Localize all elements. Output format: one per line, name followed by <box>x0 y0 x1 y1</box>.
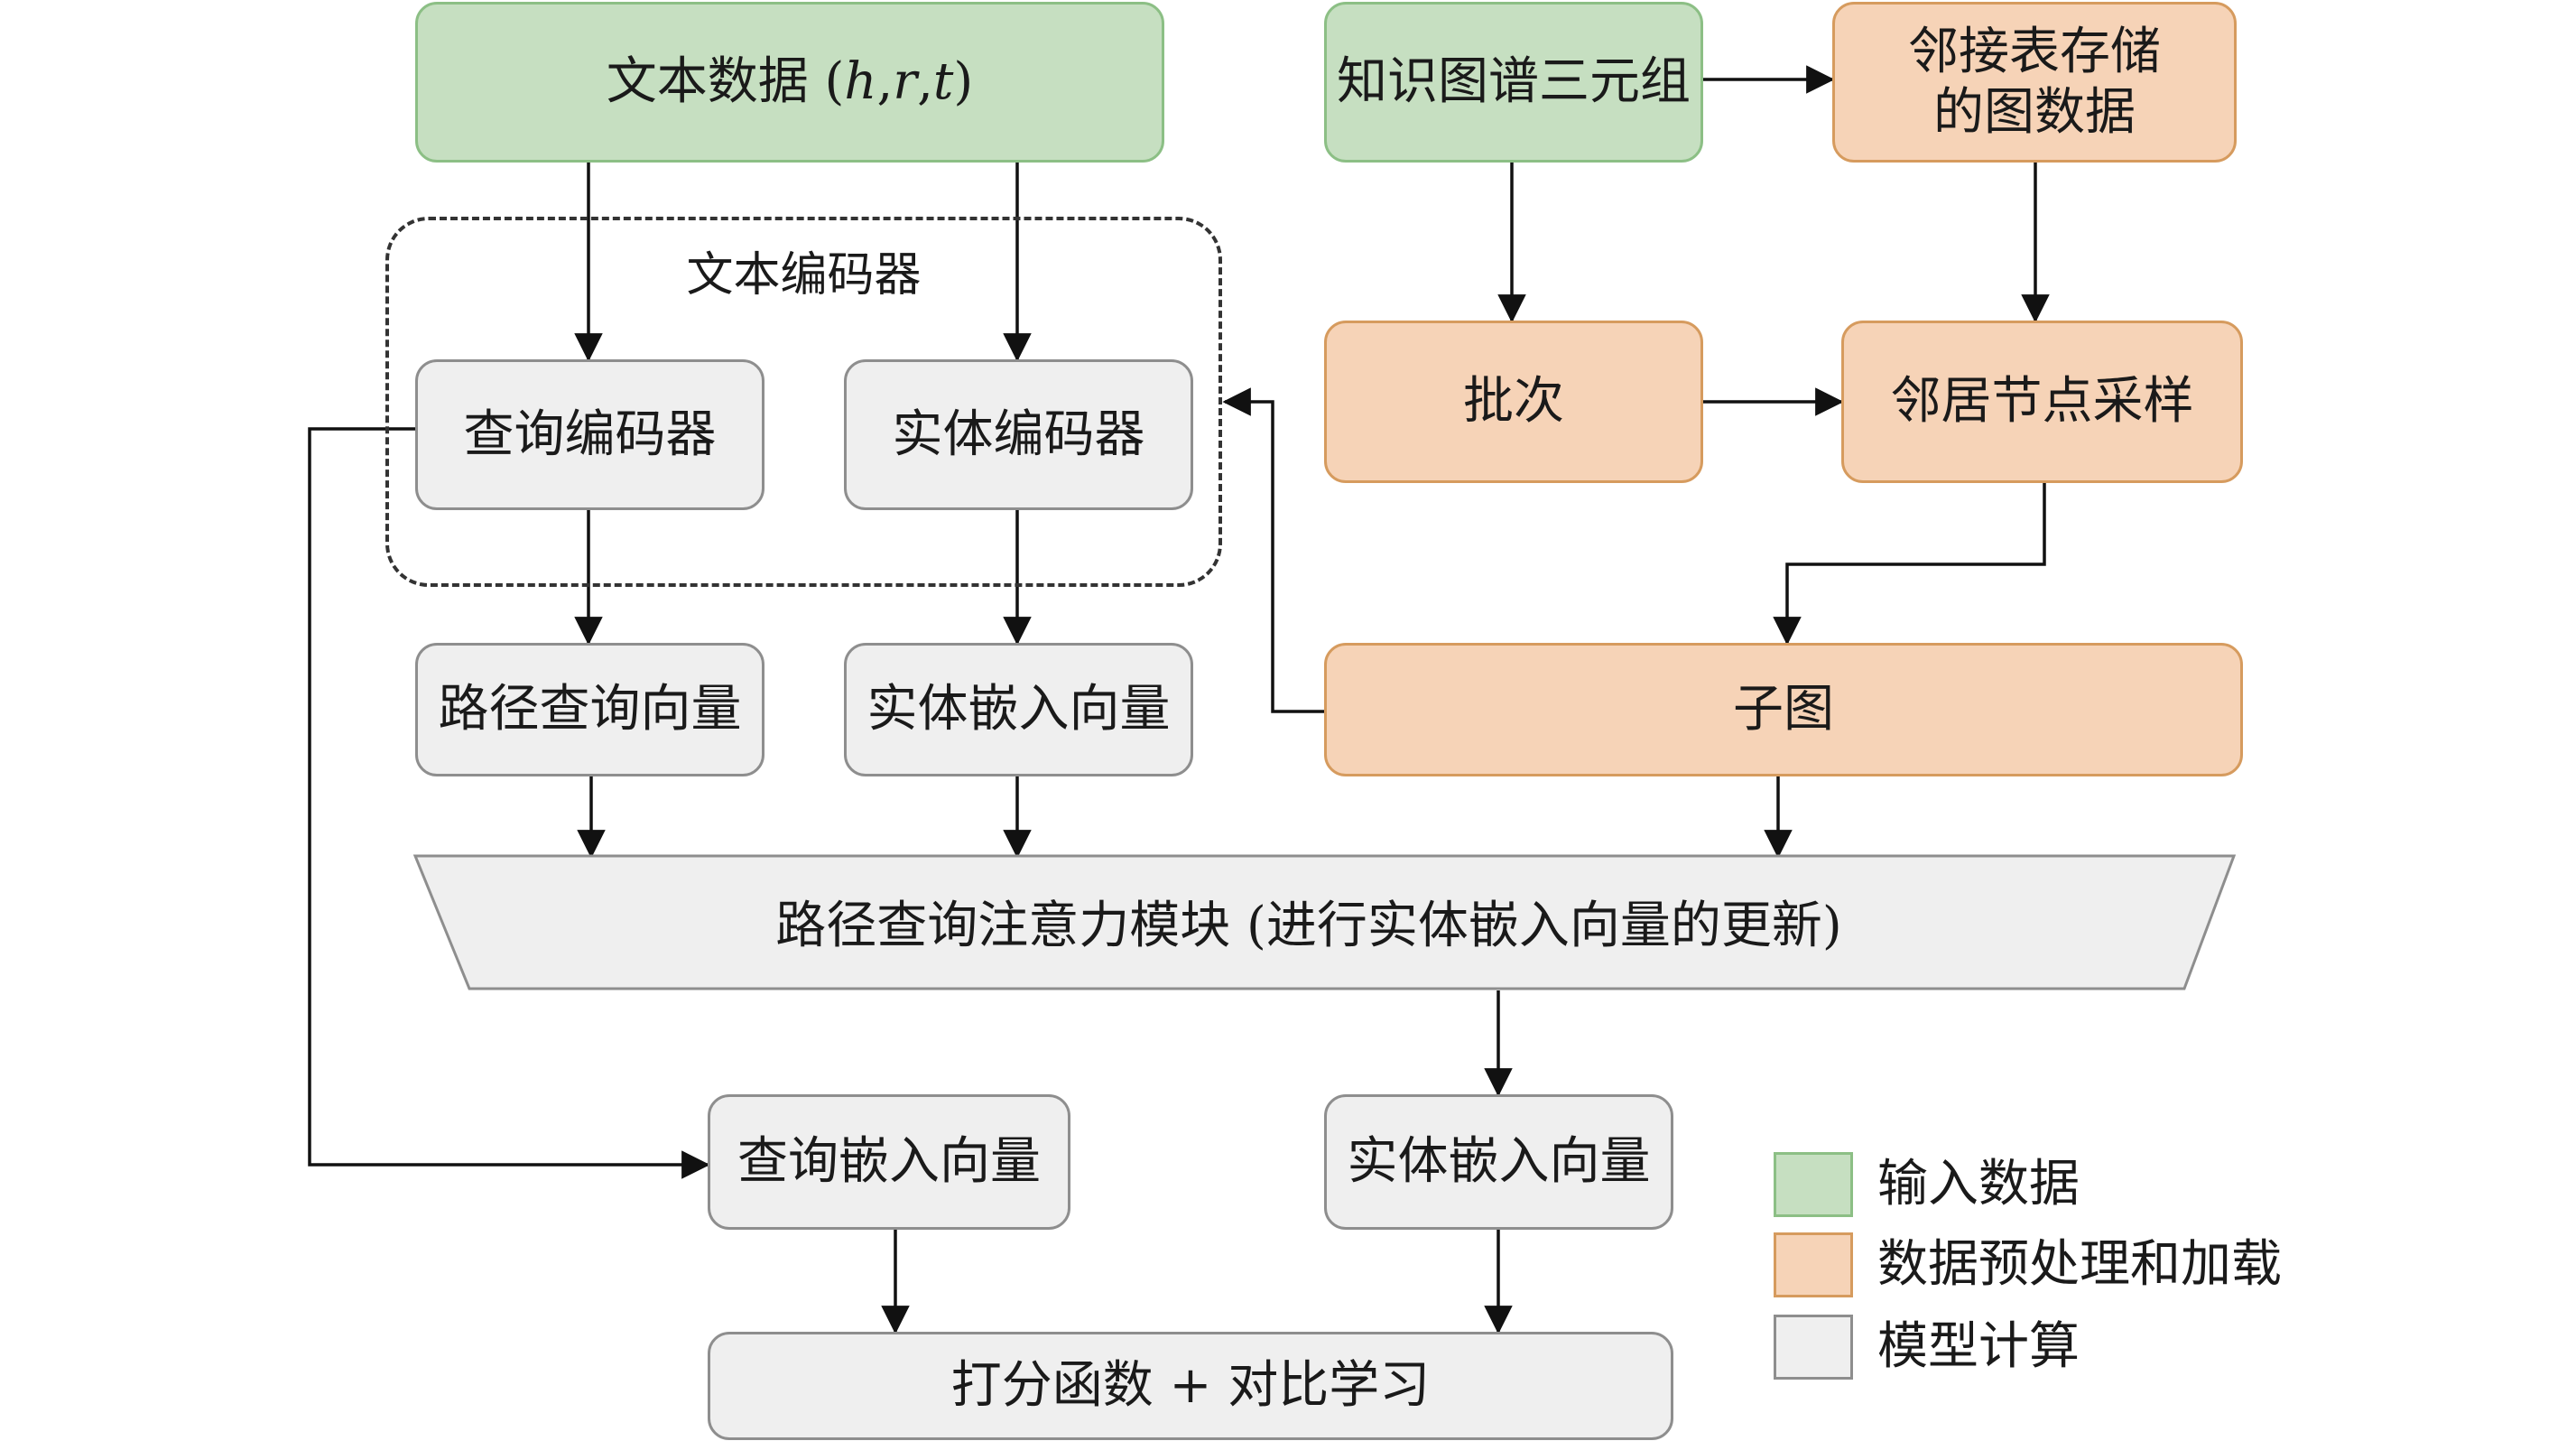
attention-module-label: 路径查询注意力模块 (进行实体嵌入向量的更新) <box>775 896 1842 955</box>
scoring-node: 打分函数 + 对比学习 <box>708 1332 1673 1440</box>
batch-node: 批次 <box>1324 321 1703 483</box>
query-encoder-node: 查询编码器 <box>415 359 764 510</box>
text-data-sep2: , <box>917 52 933 112</box>
entity-embed-vector-out-node: 实体嵌入向量 <box>1324 1094 1673 1230</box>
legend-swatch-preprocess <box>1774 1232 1853 1297</box>
adjacency-storage-line1: 邻接表存储 <box>1908 22 2161 81</box>
neighbor-sampling-node: 邻居节点采样 <box>1841 321 2243 483</box>
text-data-h: h <box>844 52 877 112</box>
text-data-suffix: ) <box>953 52 974 112</box>
text-data-sep1: , <box>876 52 894 112</box>
text-encoder-title: 文本编码器 <box>686 248 922 302</box>
text-data-node: 文本数据 (h, r, t) <box>415 2 1164 163</box>
legend-label-input: 输入数据 <box>1877 1155 2080 1213</box>
edge-query-encoder-to-query-embed <box>308 427 710 1179</box>
path-query-vector-node: 路径查询向量 <box>415 643 764 776</box>
legend-swatch-input <box>1774 1152 1853 1217</box>
legend-label-model: 模型计算 <box>1877 1317 2080 1376</box>
entity-encoder-node: 实体编码器 <box>844 359 1193 510</box>
edge-sampling-to-subgraph <box>1773 483 2046 646</box>
entity-embed-vector-node: 实体嵌入向量 <box>844 643 1193 776</box>
legend-swatch-model <box>1774 1315 1853 1380</box>
adjacency-storage-node: 邻接表存储 的图数据 <box>1832 2 2237 163</box>
attention-module-shape <box>412 854 2237 990</box>
text-data-t: t <box>932 52 954 112</box>
text-data-r: r <box>893 52 918 112</box>
text-data-prefix: 文本数据 ( <box>606 52 845 112</box>
kg-triples-node: 知识图谱三元组 <box>1324 2 1703 163</box>
subgraph-node: 子图 <box>1324 643 2243 776</box>
legend-label-preprocess: 数据预处理和加载 <box>1877 1235 2282 1294</box>
edge-subgraph-to-encoder <box>1222 387 1327 713</box>
query-embed-vector-node: 查询嵌入向量 <box>708 1094 1070 1230</box>
adjacency-storage-line2: 的图数据 <box>1933 83 2136 142</box>
text-encoder-frame <box>385 217 1222 587</box>
